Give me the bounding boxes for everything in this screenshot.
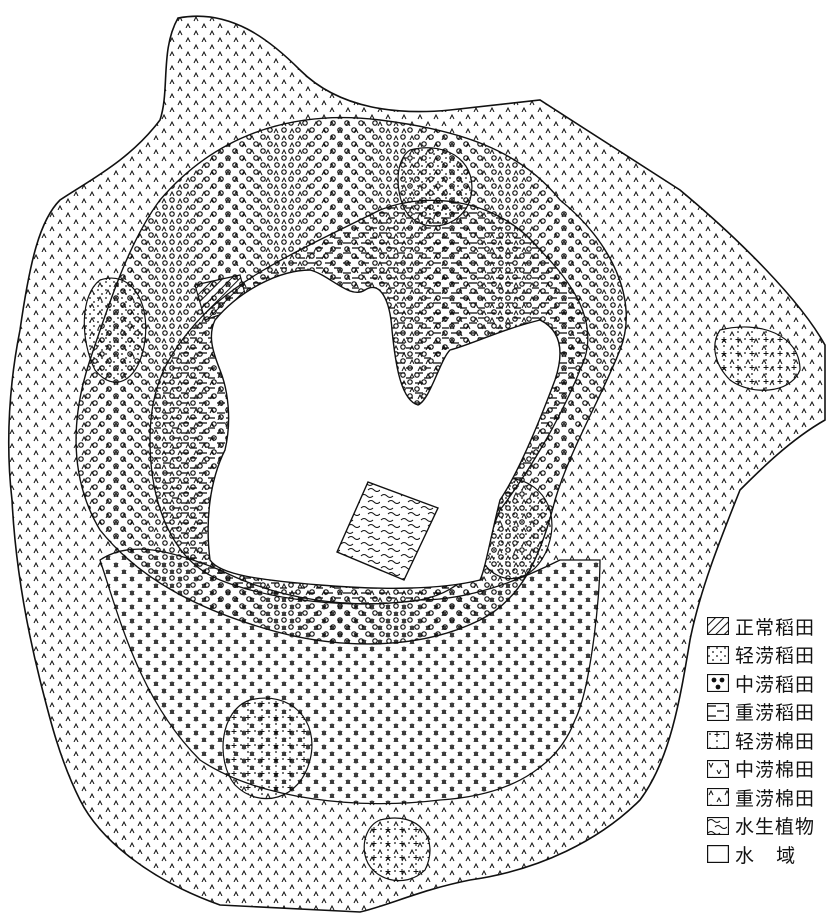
legend-label: 水 域 (735, 844, 797, 867)
v-marks-swatch-icon (707, 759, 729, 778)
cotton-light-patch-2 (714, 326, 801, 391)
water-area (207, 269, 561, 589)
cotton-light-patch-3 (363, 817, 431, 882)
legend-item: 正常稻田 (707, 612, 825, 641)
legend-item: 中涝稻田 (707, 669, 825, 698)
legend-item: 中涝棉田 (707, 755, 825, 784)
legend-item: 重涝棉田 (707, 783, 825, 812)
legend-label: 水生植物 (735, 816, 816, 839)
map-legend: 正常稻田 轻涝稻田 中涝稻田 重涝稻田 轻涝棉田 中涝棉田 重涝棉田 水生植物 … (707, 612, 825, 869)
blank-swatch-icon (707, 845, 729, 864)
legend-item: 轻涝稻田 (707, 641, 825, 670)
aquatic-vegetation-patch (336, 481, 439, 581)
hatch-swatch-icon (707, 617, 729, 636)
legend-item: 水生植物 (707, 812, 825, 841)
fine-dots-swatch-icon (707, 645, 729, 664)
cotton-light-patch-1 (222, 697, 313, 800)
legend-label: 轻涝棉田 (735, 730, 816, 753)
heavy-dots-swatch-icon (707, 674, 729, 693)
legend-item: 轻涝棉田 (707, 726, 825, 755)
legend-item: 水 域 (707, 840, 825, 869)
legend-label: 重涝稻田 (735, 702, 816, 725)
legend-label: 轻涝稻田 (735, 645, 816, 668)
legend-label: 中涝稻田 (735, 673, 816, 696)
legend-label: 中涝棉田 (735, 759, 816, 782)
legend-label: 正常稻田 (735, 616, 816, 639)
legend-label: 重涝棉田 (735, 787, 816, 810)
dashes-swatch-icon (707, 702, 729, 721)
legend-item: 重涝稻田 (707, 698, 825, 727)
waves-swatch-icon (707, 816, 729, 835)
caret-marks-swatch-icon (707, 788, 729, 807)
rice-light-patch-1 (83, 277, 147, 383)
dots-plus-swatch-icon (707, 731, 729, 750)
